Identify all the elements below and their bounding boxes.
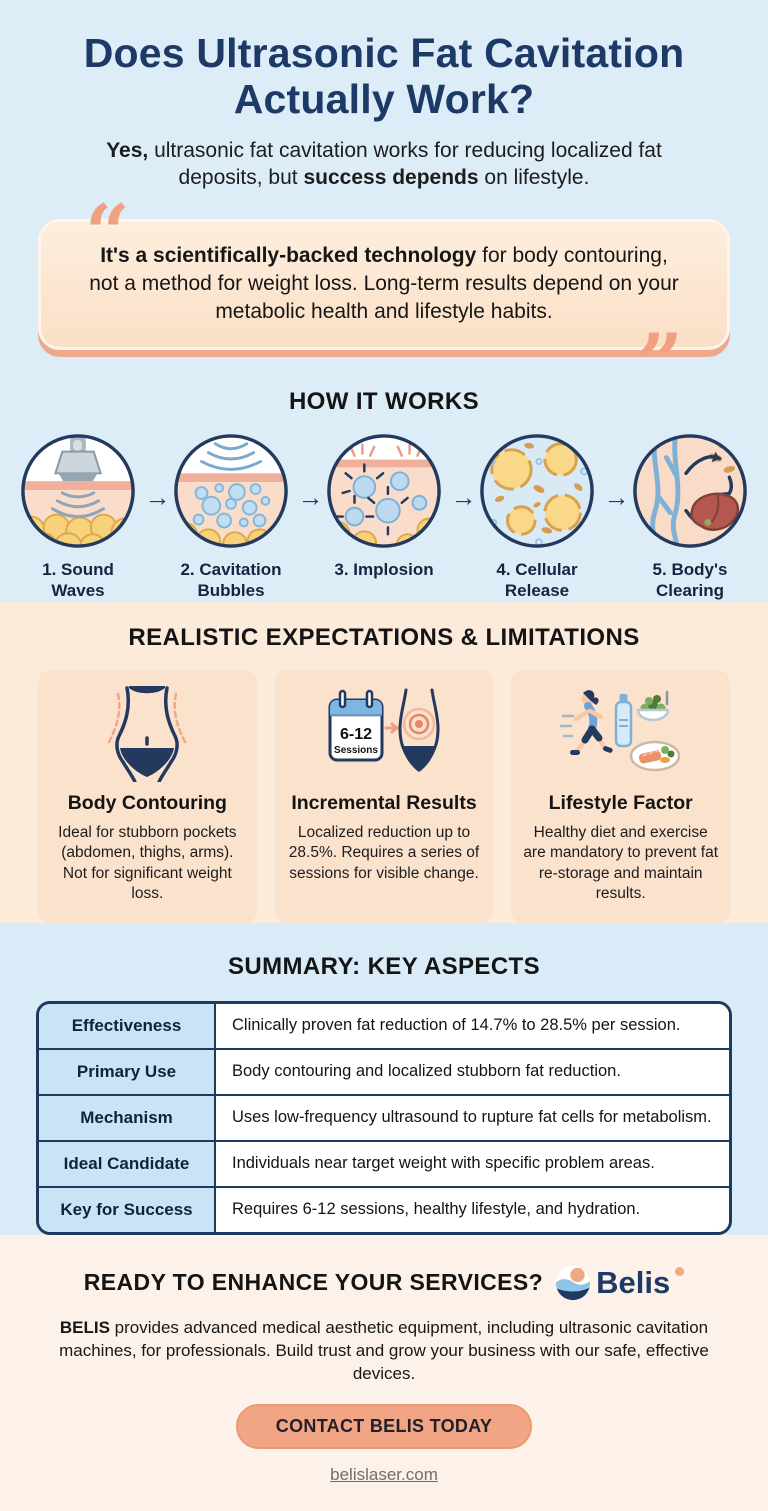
- how-it-works-heading: HOW IT WORKS: [288, 388, 480, 416]
- website-link[interactable]: belislaser.com: [330, 1464, 438, 1484]
- step-cavitation-bubbles: 2. Cavitation Bubbles: [167, 432, 296, 601]
- step-bodys-clearing: 5. Body's Clearing: [626, 432, 755, 601]
- table-row: Ideal Candidate Individuals near target …: [39, 1139, 729, 1187]
- table-row: Primary Use Body contouring and localize…: [39, 1047, 729, 1095]
- quote-text: It's a scientifically-backed technology …: [89, 244, 679, 323]
- table-label-cell: Key for Success: [39, 1185, 216, 1232]
- table-row: Key for Success Requires 6-12 sessions, …: [39, 1185, 729, 1232]
- calendar-target-icon: 6-12 Sessions: [328, 688, 440, 772]
- table-value-cell: Requires 6-12 sessions, healthy lifestyl…: [215, 1185, 729, 1232]
- cta-heading: READY TO ENHANCE YOUR SERVICES?: [83, 1269, 544, 1296]
- arrow-right-icon: →: [450, 482, 477, 513]
- table-label-cell: Effectiveness: [39, 1003, 216, 1049]
- cavitation-bubbles-icon: [174, 434, 288, 549]
- summary-section: SUMMARY: KEY ASPECTS Effectiveness Clini…: [0, 922, 768, 1235]
- exercise-nutrition-icon: [559, 689, 680, 772]
- ultrasound-transducer-icon: [21, 434, 135, 549]
- table-value-cell: Clinically proven fat reduction of 14.7%…: [215, 1003, 729, 1049]
- process-steps: 1. Sound Waves →: [0, 432, 768, 601]
- card-body-contouring: Body Contouring Ideal for stubborn pocke…: [38, 669, 257, 923]
- arrow-right-icon: →: [144, 482, 171, 513]
- summary-heading: SUMMARY: KEY ASPECTS: [227, 952, 541, 980]
- card-lifestyle-factor: Lifestyle Factor Healthy diet and exerci…: [511, 669, 731, 923]
- svg-text:Sessions: Sessions: [334, 745, 378, 756]
- step-cellular-release: 4. Cellular Release: [473, 432, 602, 601]
- table-row: Mechanism Uses low-frequency ultrasound …: [39, 1093, 729, 1141]
- table-label-cell: Primary Use: [39, 1047, 216, 1095]
- cta-heading-row: READY TO ENHANCE YOUR SERVICES? Belis: [0, 1235, 768, 1301]
- svg-text:6-12: 6-12: [340, 726, 372, 743]
- expert-quote-box: “ It's a scientifically-backed technolog…: [38, 195, 730, 402]
- table-label-cell: Ideal Candidate: [39, 1139, 216, 1187]
- expectations-heading: REALISTIC EXPECTATIONS & LIMITATIONS: [128, 623, 640, 651]
- expectations-section: REALISTIC EXPECTATIONS & LIMITATIONS Bod: [0, 601, 768, 923]
- ruptured-fat-cells-icon: [480, 434, 594, 549]
- belis-logo: Belis: [555, 1264, 685, 1301]
- summary-table: Effectiveness Clinically proven fat redu…: [36, 1000, 732, 1235]
- liver-clearing-icon: [633, 434, 747, 549]
- torso-contour-icon: [108, 685, 187, 782]
- bubble-implosion-icon: [327, 434, 441, 549]
- footer-description: BELIS provides advanced medical aestheti…: [59, 1317, 709, 1383]
- step-sound-waves: 1. Sound Waves: [14, 432, 143, 601]
- page-subtitle: Yes, ultrasonic fat cavitation works for…: [106, 138, 662, 189]
- card-incremental-results: 6-12 Sessions Incremental Results Locali…: [274, 669, 494, 923]
- arrow-right-icon: →: [603, 482, 630, 513]
- table-label-cell: Mechanism: [39, 1093, 216, 1141]
- belis-wave-logo-icon: [555, 1265, 591, 1300]
- arrow-right-icon: →: [297, 482, 324, 513]
- expectation-cards: Body Contouring Ideal for stubborn pocke…: [38, 669, 731, 923]
- table-value-cell: Uses low-frequency ultrasound to rupture…: [215, 1093, 729, 1141]
- table-value-cell: Individuals near target weight with spec…: [215, 1139, 729, 1187]
- contact-belis-button[interactable]: CONTACT BELIS TODAY: [235, 1403, 533, 1449]
- table-value-cell: Body contouring and localized stubborn f…: [215, 1047, 729, 1095]
- table-row: Effectiveness Clinically proven fat redu…: [39, 1003, 729, 1049]
- step-implosion: 3. Implosion: [320, 432, 449, 581]
- footer-cta-section: READY TO ENHANCE YOUR SERVICES? Belis BE…: [0, 1234, 768, 1511]
- brand-name: Belis: [596, 1264, 671, 1300]
- brand-dot-icon: [675, 1266, 685, 1276]
